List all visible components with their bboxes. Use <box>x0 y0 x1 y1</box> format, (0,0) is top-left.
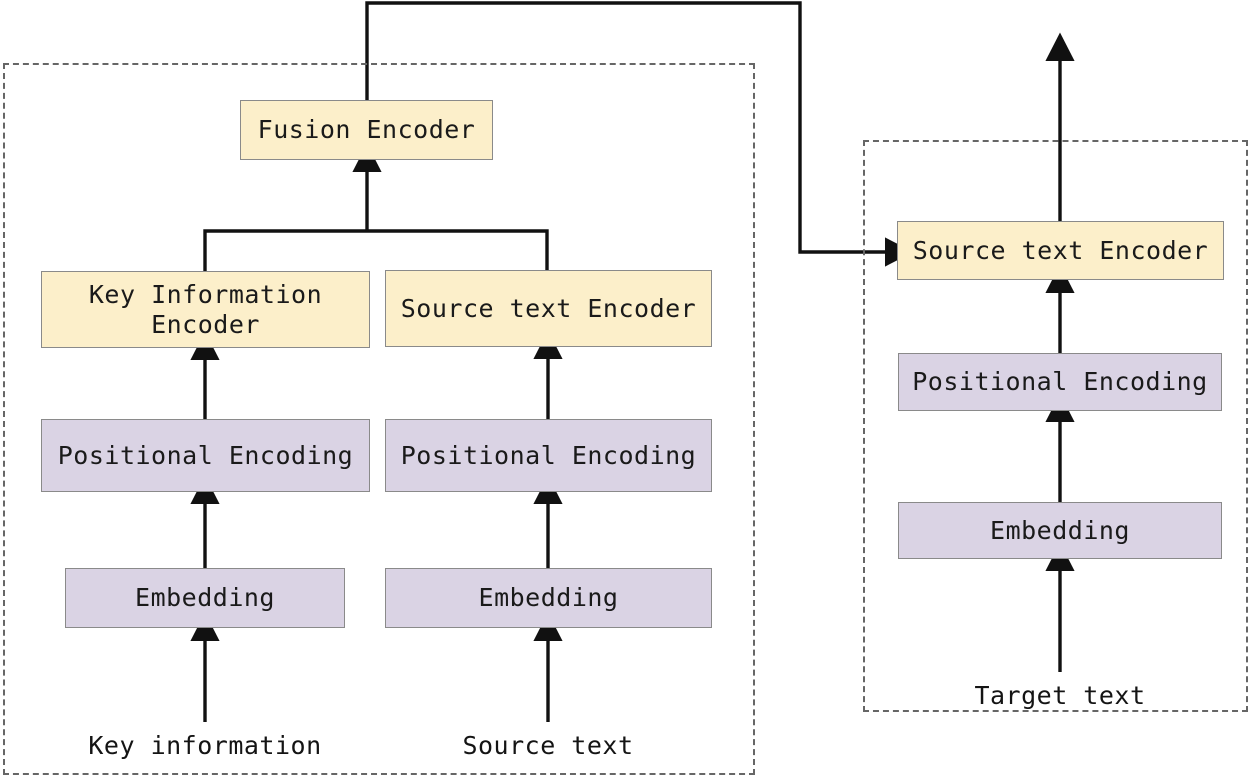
target-positional-encoding-box[interactable]: Positional Encoding <box>898 353 1222 411</box>
target-source-text-encoder-box[interactable]: Source text Encoder <box>897 221 1224 280</box>
source-side-panel <box>3 63 755 775</box>
source-embedding-box[interactable]: Embedding <box>385 568 712 628</box>
source-text-input-label: Source text <box>462 731 634 760</box>
key-information-encoder-box[interactable]: Key Information Encoder <box>41 271 370 348</box>
key-information-input-label: Key information <box>88 731 322 760</box>
edge-fusion-to-target-encoder <box>365 1 914 267</box>
key-positional-encoding-box[interactable]: Positional Encoding <box>41 419 370 492</box>
target-side-panel <box>863 140 1248 712</box>
target-embedding-box[interactable]: Embedding <box>898 502 1222 559</box>
fusion-encoder-box[interactable]: Fusion Encoder <box>240 100 493 160</box>
key-embedding-box[interactable]: Embedding <box>65 568 345 628</box>
source-text-encoder-box[interactable]: Source text Encoder <box>385 270 712 347</box>
target-text-input-label: Target text <box>974 681 1146 710</box>
source-positional-encoding-box[interactable]: Positional Encoding <box>385 419 712 492</box>
edge-merge-bus <box>203 229 549 271</box>
